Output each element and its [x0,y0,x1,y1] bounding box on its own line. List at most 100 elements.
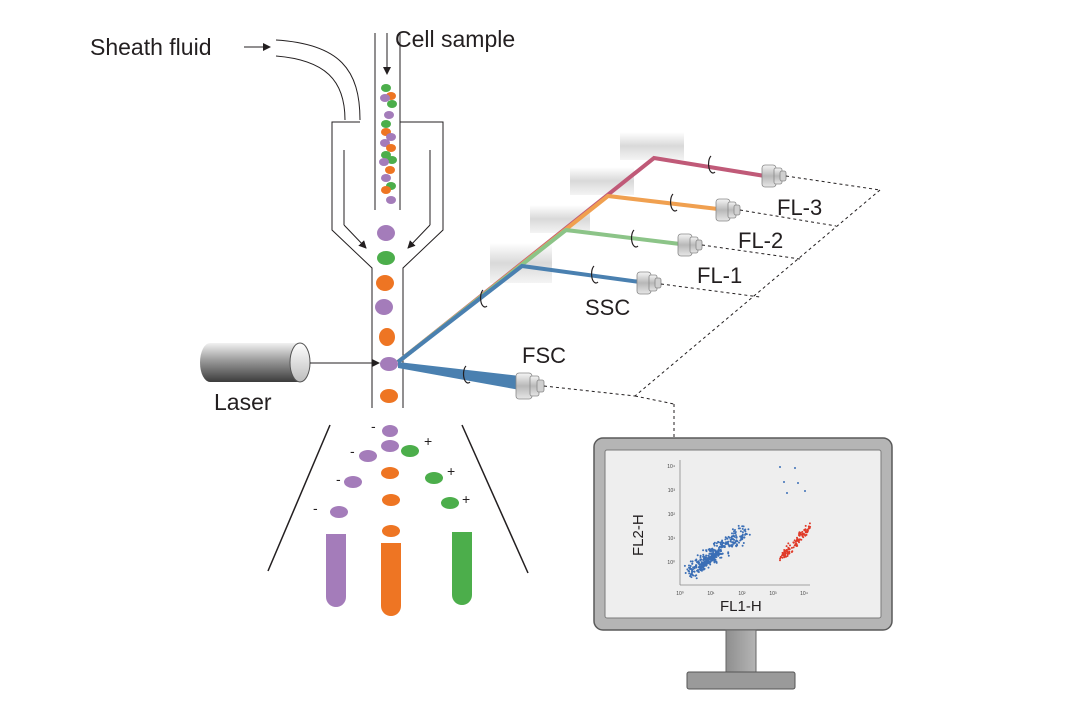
plot-point [706,558,709,561]
plot-point [691,562,694,565]
svg-text:+: + [462,491,470,507]
sheath-flow-arrows [343,224,431,249]
svg-text:-: - [336,471,341,487]
sample-cells [379,84,397,204]
plot-point [739,535,742,538]
plot-point [741,544,744,547]
plot-point [744,532,747,535]
y-tick-label: 10³ [668,488,676,494]
fl1-label: FL-1 [697,263,742,288]
signal-lines [543,175,881,438]
plot-point [686,568,689,571]
plot-point [718,549,721,552]
plot-point [783,481,785,483]
plot-point [780,556,782,559]
plot-point [792,541,795,544]
plot-point [727,554,730,557]
plot-point [721,546,724,548]
plot-point [735,536,738,539]
plot-point [738,527,741,530]
plot-point [785,549,788,552]
plot-point [742,542,745,544]
plot-point [741,525,744,528]
plot-point [784,551,787,554]
plot-point [713,557,716,560]
plot-point [797,534,800,536]
x-tick-label: 10³ [769,591,777,597]
plot-point [807,529,809,532]
plot-point [689,560,692,563]
plot-x-label: FL1-H [720,598,762,615]
plot-point [779,466,781,468]
fsc-beam [398,362,520,390]
plot-point [691,570,694,573]
plot-point [724,542,727,545]
plot-point [787,546,790,549]
plot-point [730,535,733,538]
plot-point [796,539,799,542]
collection-tube-purple [326,534,346,607]
plot-point [695,559,698,562]
plot-point [728,544,731,547]
plot-point [789,544,791,547]
sheath-fluid-inlet [275,39,361,121]
plot-point [730,545,733,547]
detector-fl-orange [715,198,741,222]
plot-point [702,558,705,561]
plot-point [804,524,807,527]
plot-point [688,572,691,575]
fl3-label: FL-3 [777,195,822,220]
plot-point [704,564,706,567]
plot-point [731,541,734,544]
detector-fl3 [761,164,787,188]
plot-point [689,568,692,571]
laser-source [200,342,311,383]
y-tick-label: 10¹ [668,536,676,542]
plot-point [731,528,734,531]
plot-point [741,527,744,530]
plot-point [707,566,710,569]
y-tick-label: 10⁴ [667,464,675,470]
fsc-label: FSC [522,343,566,368]
plot-point [702,555,705,558]
plot-point [708,552,711,555]
plot-point [713,544,716,547]
plot-point [724,538,727,541]
plot-point [804,490,806,492]
plot-point [712,550,715,553]
plot-point [798,538,801,541]
plot-point [795,545,798,547]
plot-point [747,528,750,531]
plot-point [732,538,735,541]
plot-point [702,562,705,565]
plot-point [785,545,788,548]
plot-point [723,546,726,548]
plot-point [784,554,787,557]
plot-point [719,543,722,546]
plot-point [702,549,705,552]
y-tick-label: 10⁰ [667,560,675,566]
plot-point [688,570,691,573]
plot-point [726,537,728,540]
plot-point [709,561,712,564]
plot-point [738,541,740,544]
scatter-fluorescence-beams [396,155,766,364]
plot-point [741,531,744,534]
single-file-cells [375,225,398,403]
plot-point [727,552,730,555]
plot-point [705,561,708,564]
plot-point [699,554,702,557]
plot-point [718,552,721,555]
plot-point [689,565,692,567]
plot-point [741,538,744,541]
plot-points [683,466,812,580]
deflection-plates [267,424,529,574]
ssc-label: SSC [585,295,630,320]
plot-point [700,566,703,569]
laser-label: Laser [214,389,272,415]
plot-point [795,543,798,546]
x-tick-label: 10¹ [707,591,715,597]
plot-point [714,555,717,558]
detector-fsc [515,372,545,400]
